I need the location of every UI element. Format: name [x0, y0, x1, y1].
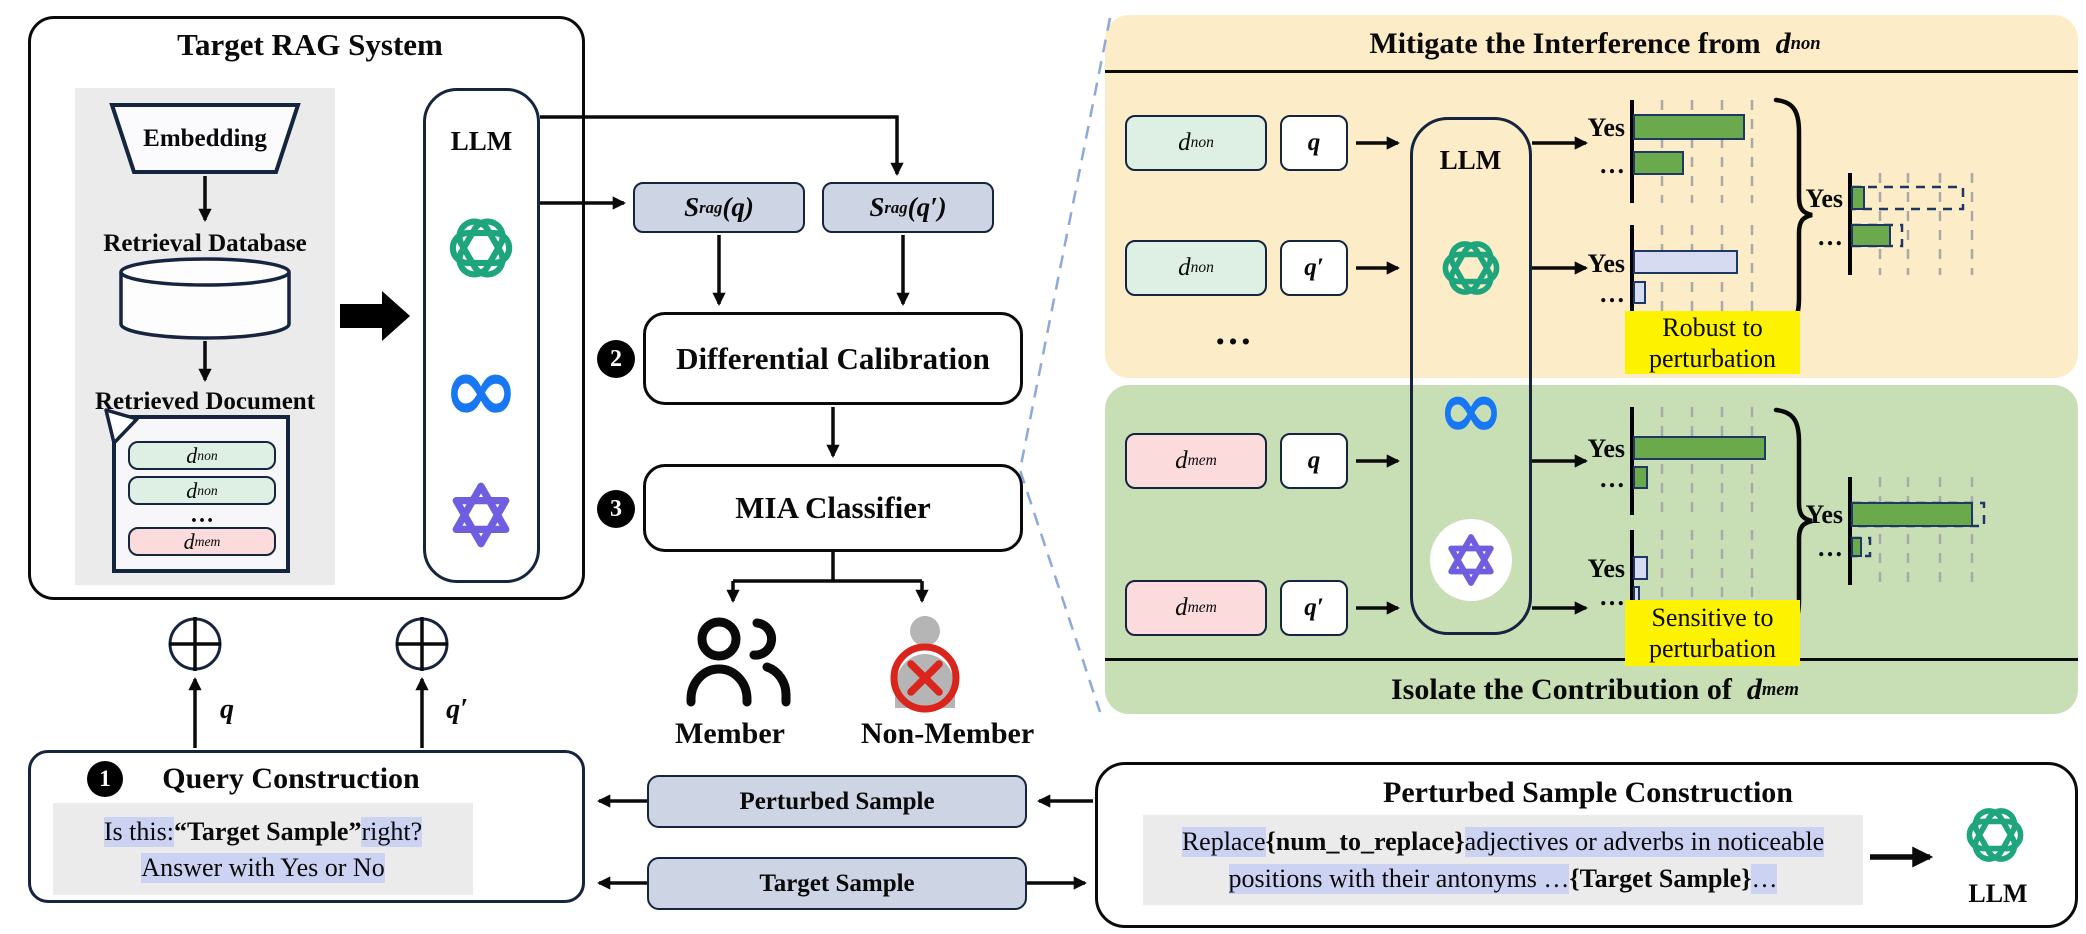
- qc-prompt-line2: Answer with Yes or No: [53, 851, 473, 885]
- mia-classifier-box: MIA Classifier: [643, 464, 1023, 552]
- prompt-fragment: Answer with Yes or No: [141, 853, 385, 883]
- query-q-label: q: [220, 694, 234, 725]
- prompt-fragment: “Target Sample”: [173, 817, 362, 846]
- non-member-icon: [890, 616, 960, 713]
- badge-1: 1: [87, 761, 123, 797]
- badge-2: 2: [597, 340, 635, 378]
- srag-arg: (q): [722, 192, 754, 222]
- mitigate-title-sub: non: [1790, 33, 1821, 54]
- meta-icon: ∞: [442, 336, 520, 443]
- isolate-title-d: d: [1746, 673, 1762, 706]
- srag-sub: rag: [699, 197, 723, 217]
- concat-plus-cross: [169, 617, 448, 671]
- dnon-base: d: [186, 442, 198, 468]
- differential-calibration-box: Differential Calibration: [643, 312, 1023, 405]
- member-icon: [686, 617, 791, 707]
- non-member-label: Non-Member: [860, 717, 1035, 750]
- prompt-fragment: positions with their antonyms …: [1228, 864, 1570, 894]
- psc-box: Perturbed Sample Construction Replace {n…: [1095, 762, 2078, 928]
- target-sample-box: Target Sample: [647, 857, 1027, 910]
- isolate-title-sub: mem: [1761, 679, 1800, 700]
- dnon-base: d: [1178, 254, 1191, 281]
- query-construction-box: 1 Query Construction Is this: “Target Sa…: [28, 750, 585, 903]
- green-row1-q: q: [1280, 433, 1348, 489]
- dnon-base: d: [186, 477, 198, 503]
- qc-title: Query Construction: [162, 762, 420, 795]
- dmem-base: d: [1175, 447, 1188, 474]
- query-qprime-label: q′: [446, 694, 468, 725]
- meta-icon: ∞: [1437, 363, 1505, 456]
- badge-3: 3: [597, 490, 635, 528]
- robust-note-line1: Robust to: [1662, 312, 1763, 342]
- prompt-fragment: …: [1751, 864, 1778, 894]
- dnon-sub: non: [197, 447, 218, 463]
- dnon-sub: non: [1190, 259, 1214, 276]
- mitigate-title-text: Mitigate the Interference from: [1369, 27, 1761, 60]
- psc-title: Perturbed Sample Construction: [1383, 776, 1793, 809]
- dnon-sub: non: [197, 482, 218, 498]
- dnon-sub: non: [1190, 134, 1214, 151]
- yellow-row1-q: q: [1280, 115, 1348, 171]
- yellow-dots: …: [1214, 311, 1256, 353]
- robust-note-line2: perturbation: [1648, 343, 1777, 373]
- isolate-title-text: Isolate the Contribution of: [1390, 673, 1732, 706]
- qc-prompt-panel: Is this: “Target Sample” right? Answer w…: [53, 803, 473, 895]
- prompt-fragment: {Target Sample}: [1569, 864, 1752, 893]
- green-row2-qprime: q′: [1280, 580, 1348, 636]
- sensitive-note-line1: Sensitive to: [1651, 603, 1774, 632]
- srag-base: S: [684, 192, 700, 222]
- prompt-fragment: Is this:: [103, 817, 174, 847]
- srag-sub: rag: [884, 197, 908, 217]
- right-llm-pill: LLM: [1410, 117, 1532, 635]
- robust-note: Robust to perturbation: [1625, 311, 1800, 374]
- mitigate-rule: [1105, 70, 2078, 73]
- psc-prompt-line1: Replace {num_to_replace} adjectives or a…: [1143, 825, 1863, 859]
- isolate-rule: [1105, 658, 2078, 661]
- document-label: Retrieved Document: [94, 388, 316, 415]
- embedding-label: Embedding: [143, 125, 267, 152]
- dmem-base: d: [1175, 594, 1188, 621]
- dnon-base: d: [1178, 129, 1191, 156]
- rag-llm-pill: LLM: [423, 88, 540, 583]
- dmem-sub: mem: [1187, 599, 1217, 616]
- mitigate-title-d: d: [1775, 27, 1791, 60]
- prompt-fragment: right?: [361, 817, 423, 847]
- database-label: Retrieval Database: [103, 230, 307, 257]
- doc-chunk-dots: …: [190, 501, 214, 528]
- yellow-row2-qprime: q′: [1280, 240, 1348, 296]
- prompt-fragment: {num_to_replace}: [1265, 827, 1465, 856]
- dmem-base: d: [183, 528, 195, 554]
- dmem-sub: mem: [194, 533, 221, 549]
- psc-prompt-panel: Replace {num_to_replace} adjectives or a…: [1143, 815, 1863, 905]
- prompt-fragment: adjectives or adverbs in noticeable: [1464, 827, 1825, 857]
- psc-prompt-line2: positions with their antonyms … {Target …: [1143, 862, 1863, 896]
- zoom-dashed-lines: [1018, 17, 1112, 713]
- member-label: Member: [675, 717, 785, 750]
- srag-base: S: [869, 192, 885, 222]
- perturbed-sample-box: Perturbed Sample: [647, 775, 1027, 828]
- qc-prompt-line1: Is this: “Target Sample” right?: [53, 815, 473, 849]
- rag-title: Target RAG System: [177, 27, 443, 62]
- rag-llm-label: LLM: [450, 125, 513, 156]
- dmem-sub: mem: [1187, 452, 1217, 469]
- srag-arg: (q′): [907, 192, 947, 222]
- sensitive-note: Sensitive to perturbation: [1625, 600, 1800, 666]
- right-llm-label: LLM: [1439, 144, 1502, 175]
- concat-plus-icon: [168, 617, 449, 671]
- psc-llm-label: LLM: [1968, 879, 2028, 908]
- sensitive-note-line2: perturbation: [1648, 634, 1777, 663]
- prompt-fragment: Replace: [1181, 827, 1266, 857]
